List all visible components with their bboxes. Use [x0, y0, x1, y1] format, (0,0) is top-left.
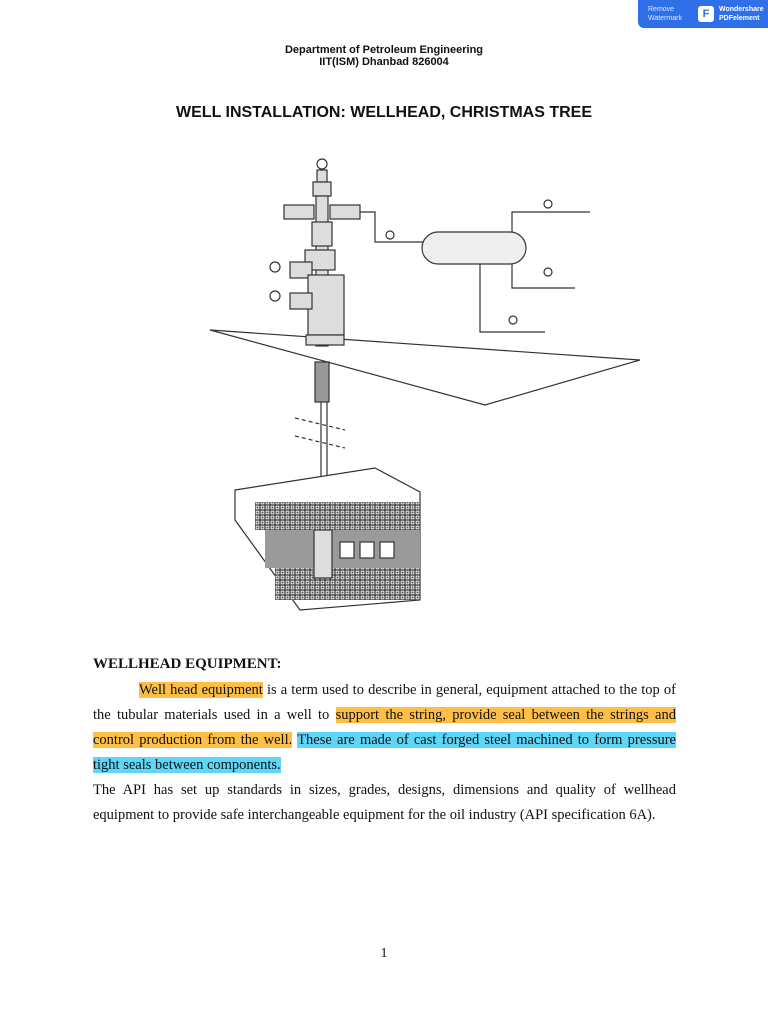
department-header: Department of Petroleum Engineering IIT(…	[0, 44, 768, 68]
paragraph-2: The API has set up standards in sizes, g…	[93, 782, 676, 823]
well-casing	[314, 361, 330, 403]
department-name: Department of Petroleum Engineering	[284, 44, 484, 56]
flow-line	[360, 211, 430, 243]
highlight-term: Well head equipment	[139, 682, 263, 698]
pdfelement-logo-icon: F	[698, 6, 714, 22]
ground-surface	[209, 329, 641, 406]
page-number: 1	[380, 946, 388, 961]
section-heading: WELLHEAD EQUIPMENT:	[93, 656, 282, 672]
section-body: Well head equipment is a term used to de…	[93, 678, 676, 828]
christmas-tree	[269, 158, 361, 347]
remove-watermark-label[interactable]: Remove Watermark	[648, 6, 682, 22]
separator-vessel	[421, 231, 527, 265]
rock-layer-top	[255, 502, 420, 530]
institute-name: IIT(ISM) Dhanbad 826004	[319, 56, 449, 68]
paragraph-1: Well head equipment is a term used to de…	[93, 682, 676, 773]
wellhead-christmas-tree-diagram	[209, 158, 641, 611]
page-title: WELL INSTALLATION: WELLHEAD, CHRISTMAS T…	[176, 104, 592, 121]
rock-layer-bottom	[275, 568, 420, 600]
watermark-badge[interactable]: Remove Watermark F Wondershare PDFelemen…	[638, 0, 768, 28]
brand-label: Wondershare PDFelement	[719, 6, 764, 22]
